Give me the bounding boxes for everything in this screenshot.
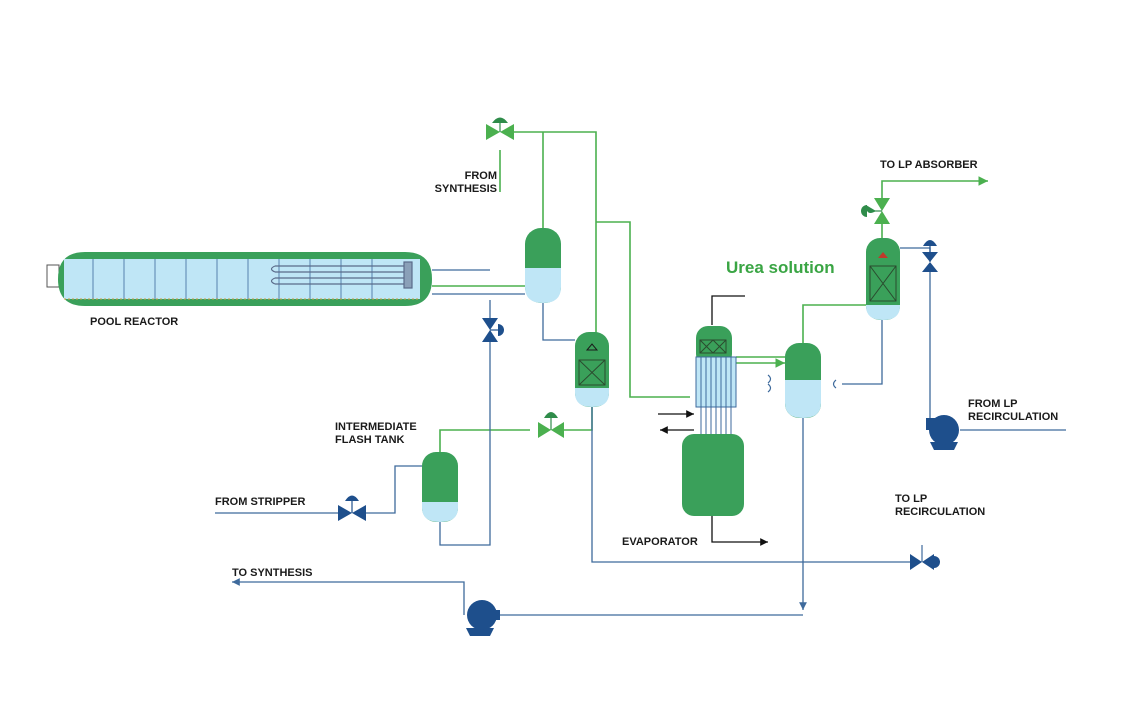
- control-valve-to-lp-recirculation: [910, 545, 940, 570]
- from-lp-recirculation-label-line2: RECIRCULATION: [968, 411, 1058, 423]
- control-valve-synthesis: [486, 117, 514, 140]
- absorber-column: [866, 238, 900, 320]
- blue-process-lines: [215, 247, 1066, 616]
- to-lp-recirculation-label-line2: RECIRCULATION: [895, 506, 985, 518]
- control-valve-flash-tank: [538, 412, 564, 438]
- pool-reactor: [46, 252, 432, 306]
- urea-solution-label: Urea solution: [726, 258, 835, 277]
- intermediate-flash-tank-label-line2: FLASH TANK: [335, 434, 405, 446]
- packed-column: [575, 332, 609, 407]
- pump-from-lp-recirculation: [926, 415, 959, 450]
- control-valve-lp-absorber: [861, 198, 890, 224]
- to-synthesis-label: TO SYNTHESIS: [232, 567, 312, 579]
- to-lp-recirculation-label-line1: TO LP: [895, 493, 927, 505]
- black-lines: [658, 295, 768, 546]
- from-stripper-label: FROM STRIPPER: [215, 496, 306, 508]
- evaporator-label: EVAPORATOR: [622, 536, 698, 548]
- from-synthesis-label-line1: FROM: [465, 170, 497, 182]
- control-valve-from-stripper: [338, 495, 366, 521]
- green-process-lines: [432, 131, 988, 454]
- control-valve-absorber-recirc: [922, 240, 938, 272]
- from-synthesis-label-line2: SYNTHESIS: [435, 183, 497, 195]
- flash-separator-vessel: [525, 228, 561, 303]
- intermediate-flash-tank-label-line1: INTERMEDIATE: [335, 421, 417, 433]
- to-lp-absorber-label: TO LP ABSORBER: [880, 159, 978, 171]
- from-lp-recirculation-label-line1: FROM LP: [968, 398, 1018, 410]
- control-valve-reactor-return: [482, 318, 504, 342]
- pool-reactor-label: POOL REACTOR: [90, 316, 178, 328]
- urea-solution-vessel: [767, 343, 837, 418]
- pump-to-synthesis: [466, 600, 500, 636]
- intermediate-flash-tank: [422, 452, 458, 522]
- evaporator: [682, 326, 744, 516]
